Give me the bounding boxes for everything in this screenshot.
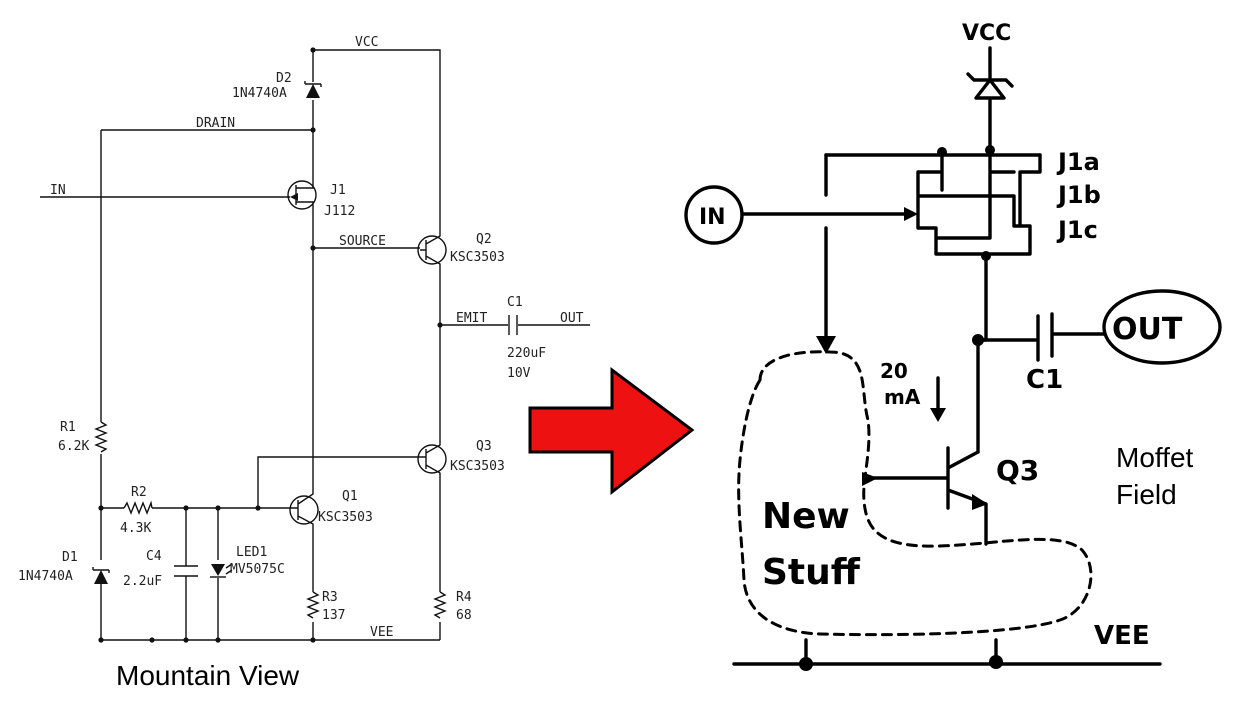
r1-ref: R1	[60, 420, 76, 435]
led1-icon	[210, 563, 233, 578]
led1-ref: LED1	[236, 545, 267, 560]
sketch-dot	[937, 147, 947, 157]
red-arrow-icon	[528, 367, 695, 496]
q3-transistor-icon	[417, 440, 447, 478]
r4-ref: R4	[456, 590, 472, 605]
r1-resistor-icon	[94, 421, 108, 453]
r2-resistor-icon	[123, 500, 153, 515]
r3-value: 137	[322, 608, 345, 623]
d1-ref: D1	[62, 550, 78, 565]
d2-zener-icon	[304, 81, 322, 98]
sketch-c1-label: C1	[1026, 365, 1063, 395]
r1-value: 6.2K	[58, 439, 89, 454]
in-label: IN	[50, 183, 66, 198]
drain-label: DRAIN	[196, 116, 235, 131]
left-caption: Mountain View	[116, 660, 300, 691]
vee-label: VEE	[370, 625, 393, 640]
sketch-jfet-c-label: J1c	[1056, 216, 1098, 244]
c1-ref: C1	[507, 295, 523, 310]
q2-transistor-icon	[417, 232, 447, 268]
source-label: SOURCE	[339, 234, 386, 249]
c4-value: 2.2uF	[123, 574, 162, 589]
sketch-in-bubble	[684, 185, 744, 245]
sketch-drain-arrowhead	[816, 336, 836, 354]
c1-capacitor-icon	[508, 315, 518, 335]
sketch-source-wire	[976, 254, 988, 454]
sketch-dot	[799, 657, 813, 671]
d1-value: 1N4740A	[18, 569, 73, 584]
d1-zener-icon	[92, 567, 110, 584]
left-schematic: VCC DRAIN IN SOURCE EMIT OUT VEE D2 1N47…	[18, 35, 590, 691]
junction-dots	[98, 47, 443, 643]
r2-value: 4.3K	[120, 521, 151, 536]
c4-ref: C4	[146, 549, 162, 564]
r4-value: 68	[456, 608, 472, 623]
q3-value: KSC3503	[450, 459, 505, 474]
right-caption-line1: Moffet	[1116, 442, 1194, 473]
vcc-rail	[313, 49, 441, 232]
sketch-current-unit: mA	[884, 385, 921, 409]
sketch-vee-drop	[804, 638, 998, 666]
vcc-label: VCC	[355, 35, 378, 50]
sketch-in-arrowhead	[904, 207, 918, 221]
q3-base-wire	[257, 456, 420, 508]
out-label: OUT	[560, 311, 584, 326]
q1-transistor-icon	[289, 490, 319, 528]
c4-capacitor-icon	[174, 565, 198, 577]
sketch-q3-transistor-icon	[862, 446, 988, 546]
led1-value: MV5075C	[230, 562, 285, 577]
sketch-jfet-a-label: J1a	[1056, 148, 1100, 176]
d2-value: 1N4740A	[232, 86, 287, 101]
sketch-vee-label: VEE	[1094, 621, 1150, 651]
sketch-out-label: OUT	[1112, 312, 1183, 347]
q2-value: KSC3503	[450, 250, 505, 265]
new-stuff-region	[737, 350, 1093, 637]
r3-resistor-icon	[306, 591, 320, 619]
sketch-stuff-label: Stuff	[762, 552, 861, 593]
sketch-dot	[989, 655, 1003, 669]
sketch-c1-wire	[976, 332, 1106, 342]
j1-value: J112	[324, 204, 355, 219]
c1-value: 220uF	[507, 346, 546, 361]
sketch-q3-label: Q3	[996, 454, 1039, 487]
q2-ref: Q2	[476, 232, 492, 247]
sketch-jfet-b-label: J1b	[1056, 181, 1101, 209]
emit-label: EMIT	[456, 311, 487, 326]
sketch-new-label: New	[762, 496, 850, 537]
right-caption-line2: Field	[1116, 479, 1177, 510]
sketch-out-bubble	[1102, 289, 1222, 365]
sketch-zener-icon	[966, 72, 1014, 100]
j1-jfet-icon	[287, 172, 317, 218]
sketch-jfet-array	[916, 153, 1042, 256]
q1-value: KSC3503	[318, 510, 373, 525]
sketch-current-arrowhead	[930, 408, 946, 422]
q3-ref: Q3	[476, 439, 492, 454]
r2-ref: R2	[131, 485, 147, 500]
sketch-vcc-label: VCC	[962, 21, 1011, 46]
r4-resistor-icon	[433, 591, 447, 619]
d2-ref: D2	[276, 71, 292, 86]
sketch-c1-capacitor-icon	[1036, 312, 1054, 362]
r3-ref: R3	[322, 590, 338, 605]
right-sketch: VCC IN J1a J1b J1c OUT C1 20 mA Q3 New S…	[684, 21, 1222, 671]
sketch-dot	[985, 145, 995, 155]
sketch-current-value: 20	[880, 359, 908, 383]
sketch-in-label: IN	[699, 205, 726, 230]
j1-ref: J1	[330, 183, 346, 198]
c1-rating: 10V	[507, 366, 531, 381]
q1-ref: Q1	[342, 489, 358, 504]
